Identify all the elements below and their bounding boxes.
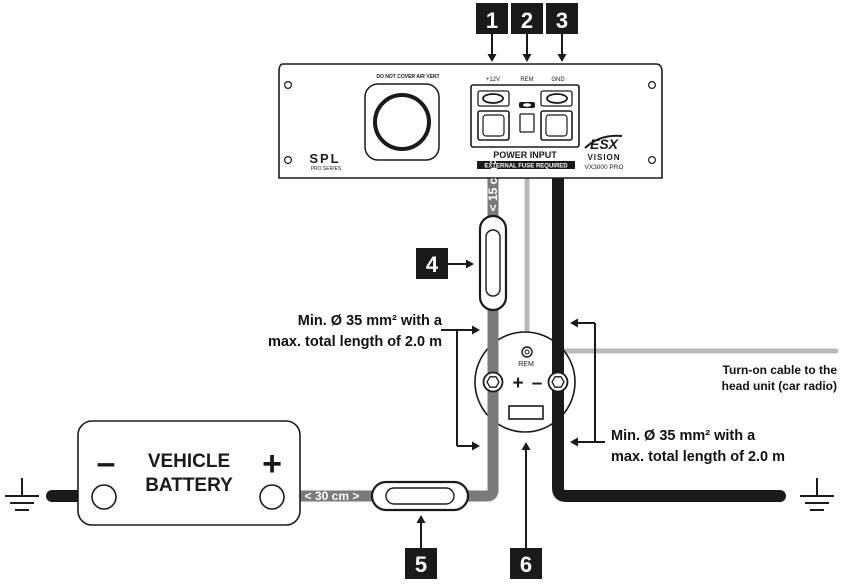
plus-sign: + [512,373,523,394]
brand-logo-text: ESX [590,136,620,152]
battery-label-line1: VEHICLE [148,451,230,472]
rem-terminal-core [524,349,530,355]
terminal-gnd-screw-head [546,93,568,104]
brand-name-text: VISION [587,153,620,162]
negative-stud-nut [551,376,565,388]
power-input-label: POWER INPUT [493,150,557,160]
callout-3: 3 [546,3,578,62]
distribution-block-body [474,331,576,433]
amplifier: DO NOT COVER AIR VENT SPL PRO SERIES +12… [278,63,663,179]
ground-symbol-left [5,478,39,511]
model-name-text: VX3000 PRO [584,164,623,171]
terminal-12v-socket-inner [482,114,505,137]
callout-3-arrowhead [557,54,567,62]
callout-6-number: 6 [520,552,532,577]
bracket-left [441,329,475,447]
fuse-note-text: EXTERNAL FUSE REQUIRED [484,164,568,170]
callout-1-number: 1 [486,8,498,33]
battery-fuse-holder [370,480,470,512]
bracket-left-top-arrowhead [472,325,480,335]
battery-negative-terminal [91,484,117,510]
fuse-note-bar [477,161,575,169]
series-subtitle: PRO SERIES [311,166,342,172]
ground-symbol-right [800,478,834,511]
callout-5-box [405,548,437,579]
callout-6-box [510,548,542,579]
callout-4-arrowhead [466,259,474,269]
terminal-label-12v: +12V [486,77,500,83]
terminal-gnd-socket-inner [545,114,568,137]
cable-note-top-line1: Min. Ø 35 mm² with a [298,313,443,329]
callout-2: 2 [511,3,543,62]
brand-logo-swoosh [584,134,623,149]
series-logo: SPL [309,151,340,166]
vent-warning-text: DO NOT COVER AIR VENT [376,74,439,80]
length-limit-amp-label: < 15 cm > [486,157,500,212]
amplifier-mount-hole [284,80,293,89]
air-vent-fan [373,93,431,151]
amplifier-mount-hole [284,156,293,165]
cable-note-right-line1: Min. Ø 35 mm² with a [611,428,756,444]
callout-1-box [476,3,508,34]
battery-plus-sign: + [262,445,282,483]
terminal-12v-screw-head [482,93,504,104]
callout-2-arrowhead [522,54,532,62]
minus-sign: – [532,373,543,394]
amplifier-mount-hole [647,80,656,89]
amplifier-mount-hole [647,156,656,165]
callout-5-arrowhead [416,515,426,523]
callout-3-number: 3 [556,8,568,33]
length-limit-battery-label: < 30 cm > [305,489,360,503]
callout-1: 1 [476,3,508,62]
callout-5-number: 5 [415,552,427,577]
vehicle-battery: VEHICLE BATTERY – + [77,420,301,526]
bracket-left-bottom-arrowhead [472,441,480,451]
turn-on-note-line2: head unit (car radio) [722,379,837,393]
rem-terminal-label: REM [518,361,534,368]
turn-on-note-line1: Turn-on cable to the [723,363,838,377]
terminal-rem-socket [519,113,535,133]
battery-positive-terminal [259,484,285,510]
battery-label-line2: BATTERY [145,475,233,496]
ground-cable [552,112,786,502]
fuse-holder-window [485,229,501,297]
cable-note-top-line2: max. total length of 2.0 m [268,334,442,350]
terminal-label-rem: REM [520,77,533,83]
bracket-right-bottom-arrowhead [570,437,578,447]
distribution-fuse-slot [508,405,544,420]
callout-1-arrowhead [487,54,497,62]
battery-minus-sign: – [97,444,116,482]
positive-stud-nut [486,376,500,388]
callout-4-number: 4 [426,252,439,277]
callout-2-number: 2 [521,8,533,33]
callout-6: 6 [510,442,542,579]
distribution-block: REM + – [474,331,576,433]
brand-logo: ESX VISION VX3000 PRO [584,134,624,171]
fuse-holder-window [385,487,455,505]
callout-3-box [546,3,578,34]
terminal-rem-indicator-led [523,103,531,107]
positive-cable [284,118,499,502]
bracket-right [576,322,605,443]
callout-4-box [416,248,448,279]
terminal-label-gnd: GND [551,77,565,83]
cable-note-right-line2: max. total length of 2.0 m [611,449,785,465]
bracket-right-top-arrowhead [570,318,578,328]
callout-4: 4 [416,248,474,279]
callout-2-box [511,3,543,34]
callout-6-arrowhead [521,442,531,450]
battery-body [77,420,301,526]
callout-5: 5 [405,515,437,579]
inline-fuse-holder [478,214,508,312]
